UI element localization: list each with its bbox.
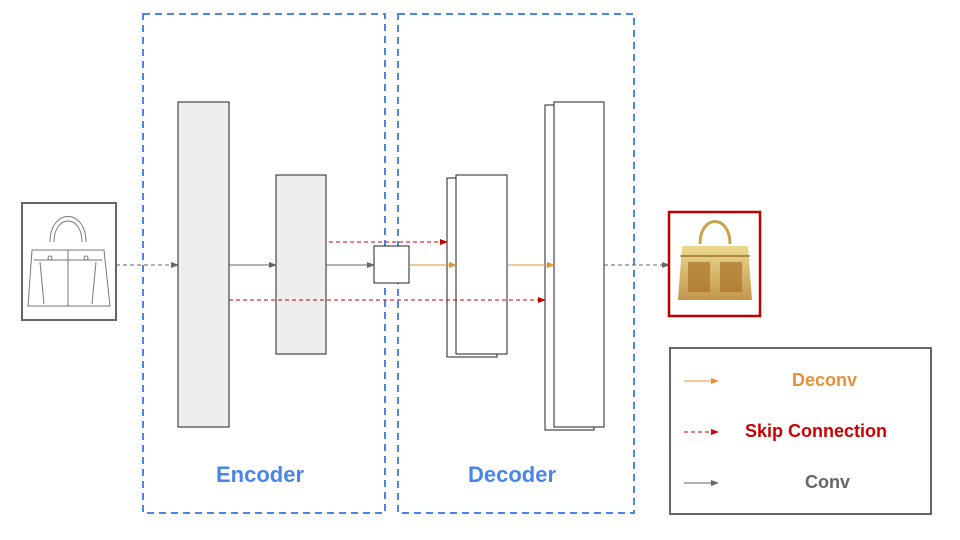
bag-sketch-icon bbox=[27, 216, 111, 307]
decoder-box bbox=[397, 13, 635, 514]
encoder-label: Encoder bbox=[216, 462, 305, 487]
input-image bbox=[21, 202, 117, 321]
decoder-block-1-front bbox=[455, 174, 508, 355]
encoder-box bbox=[142, 13, 386, 514]
output-image bbox=[667, 210, 762, 318]
bottleneck-block bbox=[373, 245, 410, 284]
encoder-block-1 bbox=[177, 101, 230, 428]
legend-skip-label: Skip Connection bbox=[745, 421, 888, 441]
decoder-block-2-front bbox=[553, 101, 605, 428]
legend-conv-label: Conv bbox=[805, 472, 850, 492]
legend-deconv-label: Deconv bbox=[792, 370, 858, 390]
decoder-label: Decoder bbox=[468, 462, 557, 487]
encoder-block-2 bbox=[275, 174, 327, 355]
bag-photo-icon bbox=[678, 220, 752, 300]
